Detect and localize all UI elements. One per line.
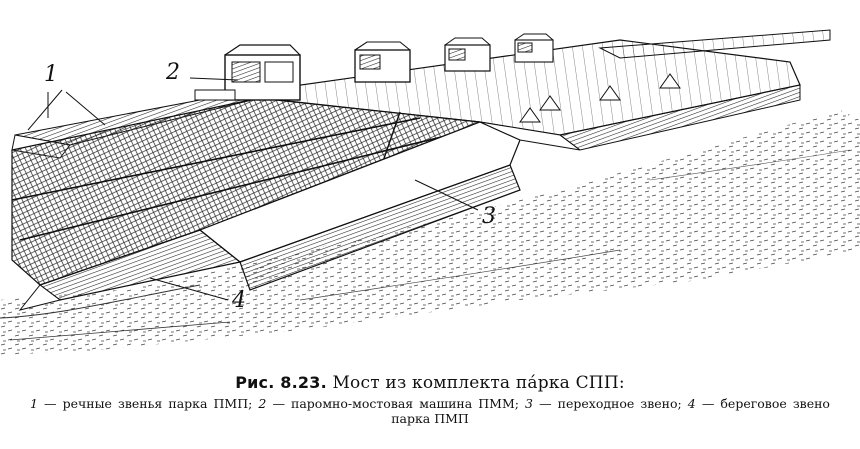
cabin-4 (514, 33, 554, 63)
figure-caption: Рис. 8.23. Мост из комплекта па́рка СПП:… (0, 372, 860, 426)
cabin-2 (354, 41, 411, 83)
callout-1: 1 (44, 62, 58, 87)
legend-text-3: — переходное звено; (539, 396, 682, 411)
legend-num-1: 1 (30, 396, 38, 411)
legend-num-4: 4 (687, 396, 696, 411)
ferry-cabins (194, 33, 554, 101)
shore-ground (0, 110, 860, 355)
caption-legend: 1 — речные звенья парка ПМП; 2 — паромно… (30, 396, 830, 426)
leader-lines (27, 77, 479, 301)
callout-3: 3 (482, 204, 496, 229)
figure-number: Рис. 8.23. (235, 373, 327, 392)
legend-num-3: 3 (525, 396, 533, 411)
legend-text-2: — паромно-мостовая машина ПММ; (272, 396, 519, 411)
caption-title: Рис. 8.23. Мост из комплекта па́рка СПП: (0, 372, 860, 394)
caption-title-text: Мост из комплекта па́рка СПП: (332, 373, 625, 393)
cabin-3 (444, 37, 491, 72)
bridge-illustration: 1 2 3 4 (0, 29, 860, 355)
legend-text-1: — речные звенья парка ПМП; (44, 396, 253, 411)
bridge-drawing (0, 29, 860, 355)
callout-2: 2 (166, 60, 180, 85)
legend-text-4: — береговое звено парка ПМП (391, 396, 830, 426)
callout-4: 4 (232, 288, 246, 313)
legend-num-2: 2 (258, 396, 267, 411)
cabin-1 (194, 44, 301, 101)
transition-link (18, 121, 521, 311)
plank-deck (229, 29, 831, 151)
